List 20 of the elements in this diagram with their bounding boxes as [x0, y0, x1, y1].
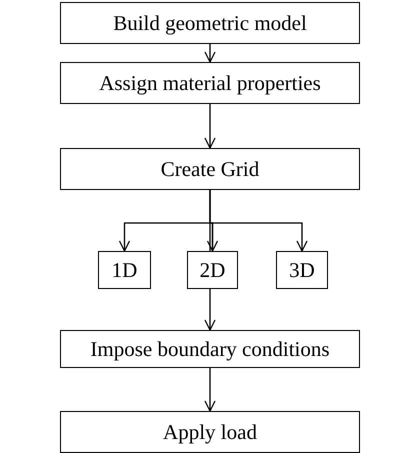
- box-label: Assign material properties: [99, 70, 321, 96]
- box-label: Apply load: [163, 420, 257, 444]
- process-box: [60, 330, 360, 368]
- arrow: [204, 104, 216, 149]
- process-box: [187, 251, 238, 289]
- process-box: [98, 251, 151, 289]
- box-label: 3D: [289, 258, 315, 282]
- process-box: [60, 411, 360, 453]
- process-box: [60, 62, 360, 104]
- arrow: [209, 190, 308, 252]
- box-label: 1D: [112, 258, 138, 282]
- box-label: Impose boundary conditions: [90, 336, 330, 362]
- process-box: [60, 148, 360, 190]
- arrow: [204, 44, 216, 63]
- box-label: 2D: [200, 258, 226, 282]
- box-label: Create Grid: [160, 156, 260, 182]
- process-box: [60, 2, 360, 44]
- arrow: [204, 368, 216, 412]
- process-box: [276, 251, 328, 289]
- box-label: Build geometric model: [113, 10, 307, 36]
